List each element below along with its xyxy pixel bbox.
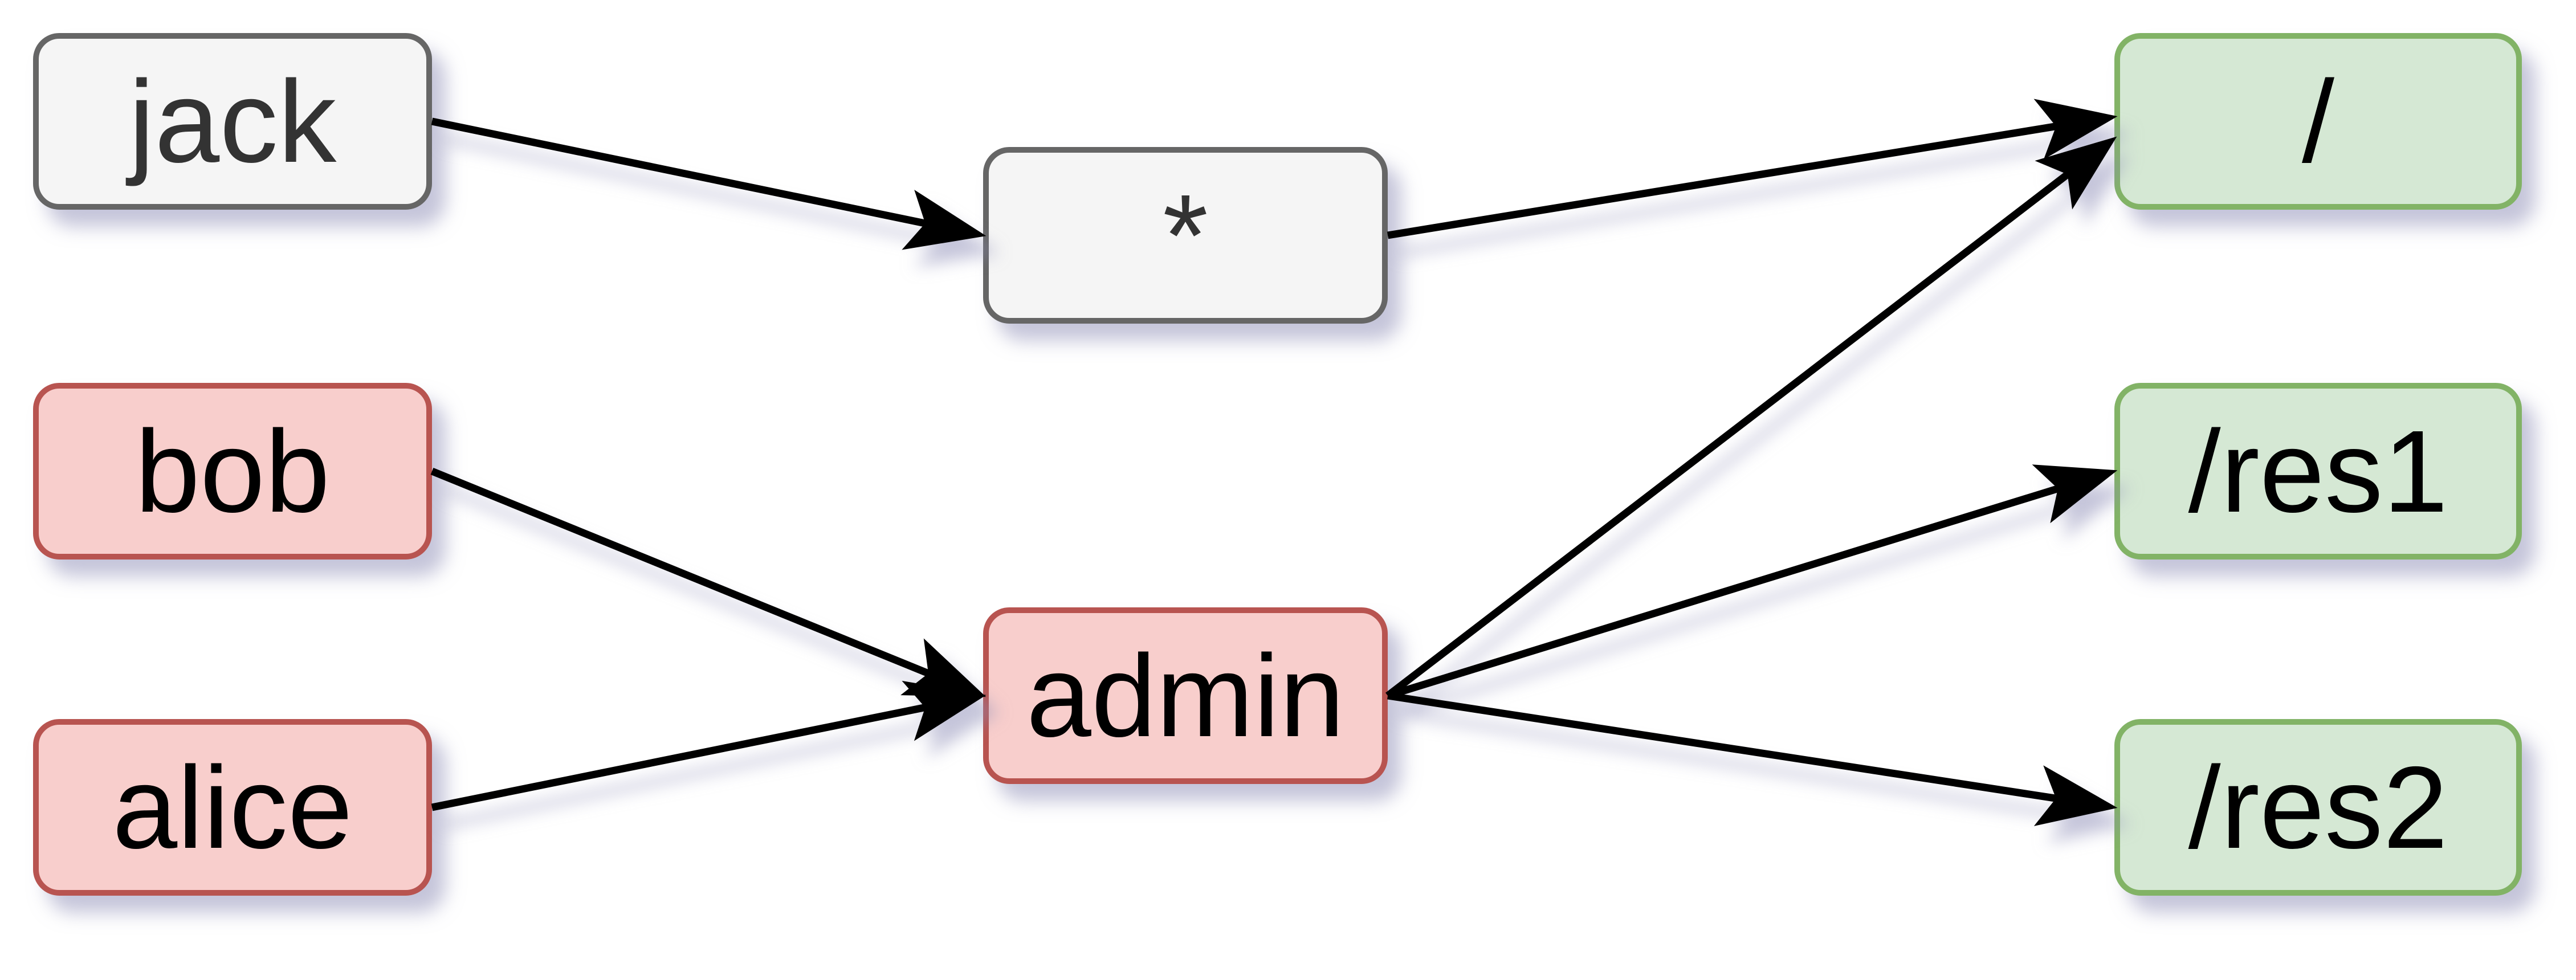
edge-line-alice-admin <box>431 703 927 811</box>
node-admin-label: admin <box>1026 630 1345 761</box>
node-jack: jack <box>33 33 432 210</box>
arrowhead-icon-admin-res2 <box>2033 765 2118 826</box>
arrowhead-icon-alice-admin <box>902 680 987 741</box>
arrowhead-icon-admin-res1 <box>2032 464 2118 524</box>
node-bob: bob <box>33 383 432 560</box>
node-star: * <box>983 147 1388 324</box>
edge-line-admin-res1 <box>1387 484 2061 700</box>
node-root-resource: / <box>2114 33 2522 210</box>
edge-line-star-root <box>1387 122 2058 239</box>
edge-line-admin-res2 <box>1387 692 2058 803</box>
node-root-resource-label: / <box>2302 56 2334 187</box>
arrowhead-icon-star-root <box>2033 99 2118 160</box>
edge-line-admin-root <box>1385 170 2071 699</box>
node-bob-label: bob <box>134 406 331 537</box>
edge-line-jack-star <box>431 117 928 227</box>
arrowhead-icon-jack-star <box>902 189 987 250</box>
node-res1-label: /res1 <box>2188 406 2448 537</box>
node-res2-label: /res2 <box>2188 742 2448 873</box>
node-admin: admin <box>983 607 1388 784</box>
arrowhead-icon-bob-admin <box>900 638 987 697</box>
edge-line-bob-admin <box>430 467 931 677</box>
node-alice: alice <box>33 719 432 896</box>
node-jack-label: jack <box>128 56 337 187</box>
node-res2: /res2 <box>2114 719 2522 896</box>
node-star-label: * <box>1163 170 1208 301</box>
node-res1: /res1 <box>2114 383 2522 560</box>
node-alice-label: alice <box>112 742 353 873</box>
arrowhead-icon-admin-root <box>2035 136 2117 210</box>
